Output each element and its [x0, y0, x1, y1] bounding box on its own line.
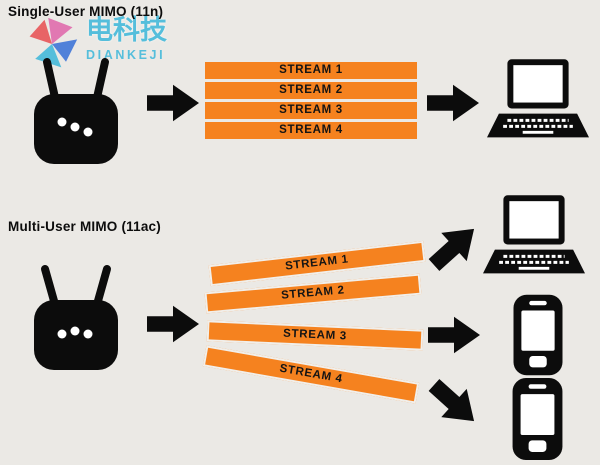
arrow-right-icon	[147, 305, 199, 343]
single-stream-bar-3: STREAM 3	[205, 102, 417, 119]
single-stream-bar-1: STREAM 1	[205, 62, 417, 79]
router-icon	[34, 265, 118, 370]
single-user-title: Single-User MIMO (11n)	[8, 4, 164, 19]
router-icon	[34, 58, 118, 164]
laptop-icon	[487, 59, 589, 138]
multi-stream-bar-3: STREAM 3	[206, 320, 424, 351]
watermark-text: 电科技 DIANKEJI	[86, 15, 167, 61]
single-stream-bar-2: STREAM 2	[205, 82, 417, 99]
pinwheel-logo-icon	[29, 17, 78, 68]
phone-icon	[512, 378, 563, 460]
arrow-down-right-icon	[428, 378, 475, 422]
single-stream-group: STREAM 1 STREAM 2 STREAM 3 STREAM 4	[205, 62, 417, 142]
watermark-brand-cn: 电科技	[86, 15, 167, 45]
multi-stream-bar-4: STREAM 4	[202, 345, 420, 404]
phone-icon	[513, 294, 563, 376]
arrow-right-icon	[147, 84, 199, 122]
laptop-icon	[483, 195, 585, 274]
arrow-up-right-icon	[428, 228, 475, 272]
watermark: 电科技 DIANKEJI	[24, 15, 167, 72]
single-stream-bar-4: STREAM 4	[205, 122, 417, 139]
multi-user-title: Multi-User MIMO (11ac)	[8, 219, 161, 234]
arrow-right-icon	[428, 316, 480, 354]
arrow-right-icon	[427, 84, 479, 122]
